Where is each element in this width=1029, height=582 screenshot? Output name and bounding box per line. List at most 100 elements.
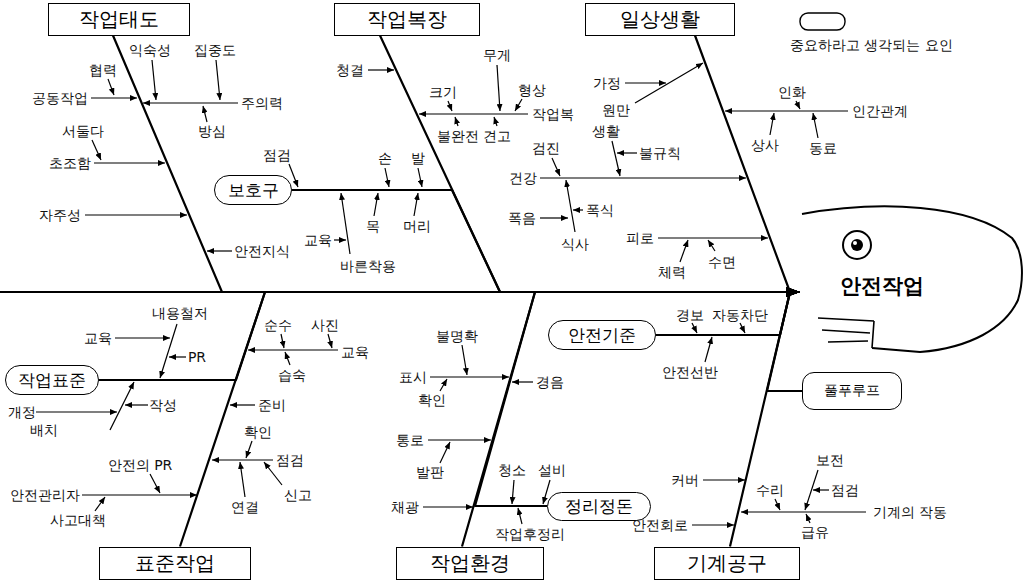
leader-line <box>770 113 774 135</box>
leader-line <box>708 240 715 251</box>
leader-line <box>428 439 491 440</box>
cause-label: 연결 <box>231 499 259 516</box>
node-text: 보호구 <box>228 179 279 202</box>
leader-line <box>143 102 238 103</box>
leader-line <box>430 376 509 377</box>
node-text: 작업복장 <box>367 6 447 33</box>
leader-line <box>207 250 232 251</box>
cause-label: 불명확 <box>436 328 478 345</box>
node-text: 일상생활 <box>620 6 700 33</box>
leader-line <box>617 152 637 153</box>
leader-line <box>515 99 522 111</box>
leader-line <box>248 349 338 350</box>
cause-label: 점검 <box>276 452 304 469</box>
key-factor: 작업표준 <box>5 365 99 395</box>
cause-label: 수면 <box>708 254 736 271</box>
leader-line <box>212 459 273 460</box>
leader-line <box>216 60 220 100</box>
connectors <box>99 36 802 547</box>
leader-line <box>82 494 197 495</box>
node-text: 풀푸루프 <box>824 382 880 400</box>
node-text: 안전기준 <box>568 324 636 347</box>
node-text: 기계공구 <box>687 550 767 577</box>
cause-label: 사진 <box>311 317 339 334</box>
node-text: 작업표준 <box>18 369 86 392</box>
legend-entry: 중요하라고 생각되는 요인 <box>790 37 953 54</box>
leader-line <box>419 113 528 114</box>
leader-line <box>423 506 473 507</box>
cause-label: 초조함 <box>49 155 91 172</box>
cause-label: 가정 <box>593 75 621 92</box>
cause-label: 작업후정리 <box>495 526 565 543</box>
cause-label: 불완전 <box>437 128 479 145</box>
fishbone-connector <box>462 292 800 547</box>
leader-line <box>612 141 620 176</box>
fishbone-connector <box>656 292 800 335</box>
leader-line <box>160 324 177 378</box>
leader-line <box>341 193 350 254</box>
fish-head-contour <box>802 206 1022 352</box>
fish-mouth <box>818 318 874 348</box>
leader-line <box>203 106 207 122</box>
leader-line <box>169 356 186 357</box>
fishbone-connector <box>99 292 800 380</box>
leader-line <box>497 65 500 111</box>
leader-line <box>230 404 255 405</box>
node-text: 표준작업 <box>135 550 215 577</box>
cause-label: 준비 <box>258 397 286 414</box>
cause-label: 청소 <box>498 462 526 479</box>
cause-label: 안전선반 <box>662 364 718 381</box>
leader-line <box>741 511 866 512</box>
cause-label: 크기 <box>429 84 457 101</box>
fishbone-connector <box>113 36 800 293</box>
cause-label: 통로 <box>396 432 424 449</box>
leader-line <box>374 193 378 216</box>
cause-label: 협력 <box>89 62 117 79</box>
fishbone-connector <box>380 36 800 293</box>
cause-label: 안전회로 <box>632 517 688 534</box>
leader-line <box>36 411 117 412</box>
cause-label: 확인 <box>418 392 446 409</box>
cause-label: 내용철저 <box>152 305 208 322</box>
leader-line <box>552 158 560 176</box>
leader-line <box>85 214 187 215</box>
category-box: 작업태도 <box>48 3 190 36</box>
cause-label: 건강 <box>509 170 537 187</box>
cause-label: 견고 <box>483 128 511 145</box>
leader-line <box>692 323 697 333</box>
leader-line <box>625 82 666 83</box>
cause-label: 교육 <box>304 232 332 249</box>
cause-label: 인화 <box>778 84 806 101</box>
cause-label: 무게 <box>483 47 511 64</box>
cause-label: 기계의 작동 <box>873 504 947 521</box>
cause-label: 동료 <box>809 140 837 157</box>
leader-line <box>240 462 245 497</box>
key-factor: 안전기준 <box>548 320 656 350</box>
cause-label: 신고 <box>284 487 312 504</box>
cause-label: 손 <box>378 150 392 167</box>
leader-line <box>328 334 332 348</box>
cause-label: 집중도 <box>194 42 236 59</box>
cause-label: 개정 <box>8 404 36 421</box>
cause-label: 발판 <box>416 464 444 481</box>
cause-label: 익숙성 <box>129 42 171 59</box>
cause-label: 표시 <box>399 369 427 386</box>
cause-label: 습숙 <box>278 367 306 384</box>
node-text: 정리정돈 <box>565 495 633 518</box>
cause-label: 보전 <box>816 452 844 469</box>
leader-line <box>150 474 160 493</box>
category-box: 표준작업 <box>99 547 251 580</box>
leader-line <box>796 101 800 109</box>
leader-line <box>95 497 105 511</box>
cause-label: 사고대책 <box>50 512 106 529</box>
leader-line <box>110 382 134 430</box>
category-box: 작업환경 <box>396 547 544 580</box>
leader-line <box>152 60 156 100</box>
fish-eye-glint <box>853 241 857 245</box>
key-factor: 정리정돈 <box>547 492 651 521</box>
cause-label: 상사 <box>751 137 779 154</box>
leader-line <box>448 101 452 111</box>
cause-label: 점검 <box>831 482 859 499</box>
cause-label: 생활 <box>592 123 620 140</box>
fishbone-connector <box>695 36 800 293</box>
